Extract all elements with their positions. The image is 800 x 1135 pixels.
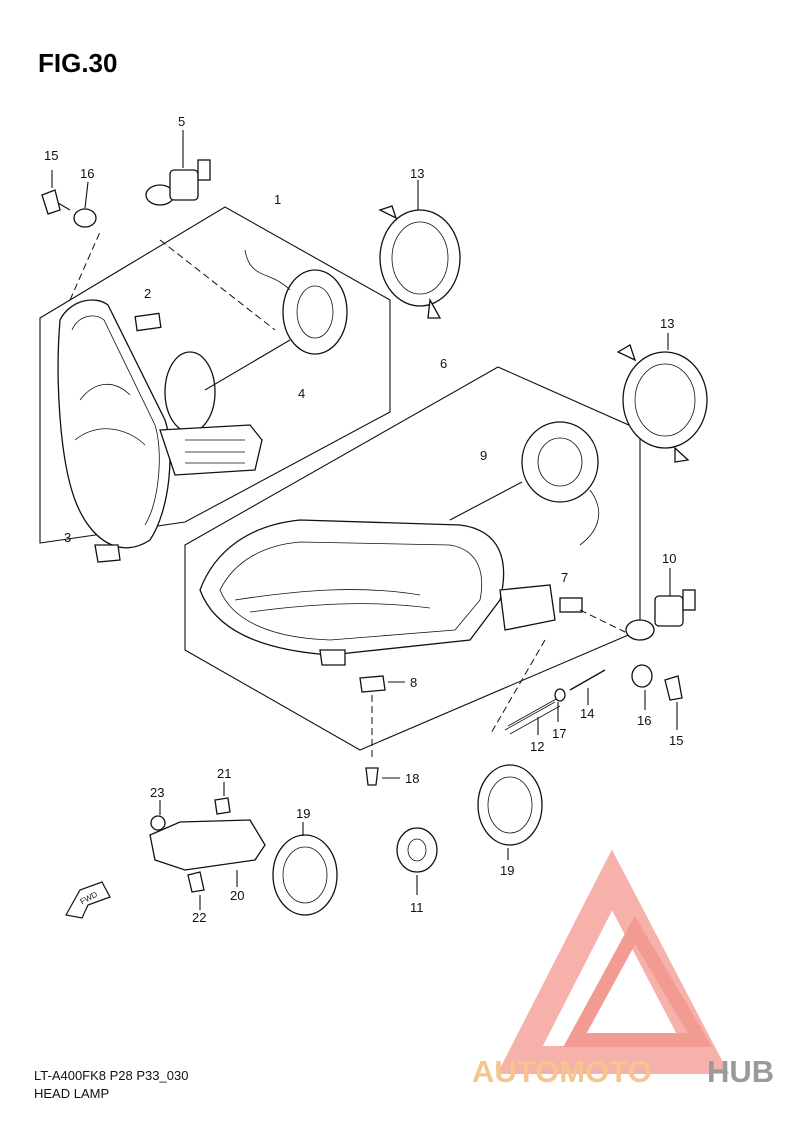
callout-13-lower: 13	[660, 316, 674, 331]
bolt-and-grommet-upper	[41, 170, 97, 228]
callout-15-upper: 15	[44, 148, 58, 163]
watermark-text: AUTOMOTO HUB	[472, 1054, 774, 1089]
callout-7: 7	[561, 570, 568, 585]
callout-16-upper: 16	[80, 166, 94, 181]
callout-10: 10	[662, 551, 676, 566]
callout-14: 14	[580, 706, 594, 721]
callout-5: 5	[178, 114, 185, 129]
callout-16-lower: 16	[637, 713, 651, 728]
retaining-ring-13-lower	[616, 333, 708, 463]
reflector-19-left	[272, 822, 338, 916]
callout-12: 12	[530, 739, 544, 754]
fwd-arrow: FWD	[65, 881, 111, 919]
footer-name: HEAD LAMP	[34, 1086, 110, 1101]
watermark-part2: HUB	[707, 1054, 774, 1089]
callout-21: 21	[217, 766, 231, 781]
figure-title: FIG.30	[38, 48, 118, 78]
callout-18: 18	[405, 771, 419, 786]
callout-1: 1	[274, 192, 281, 207]
callouts: 1 2 3 4 5 6 7 8 9 10 11 12 13 13 14 15 1…	[44, 114, 683, 925]
adjuster-spring-washer-screw	[489, 639, 606, 736]
callout-11: 11	[410, 900, 424, 915]
callout-19-right: 19	[500, 863, 514, 878]
watermark-part1: AUTOMOTO	[472, 1054, 652, 1089]
callout-2: 2	[144, 286, 151, 301]
callout-19-left: 19	[296, 806, 310, 821]
reflector-19-right	[477, 764, 543, 860]
bulb-10	[579, 568, 696, 641]
footer-code: LT-A400FK8 P28 P33_030	[34, 1068, 189, 1083]
headlamp-assembly-right	[184, 366, 641, 751]
callout-20: 20	[230, 888, 244, 903]
callout-6: 6	[440, 356, 447, 371]
callout-3: 3	[64, 530, 71, 545]
callout-13-upper: 13	[410, 166, 424, 181]
callout-22: 22	[192, 910, 206, 925]
grommet-11	[396, 827, 438, 895]
bulb-5	[145, 130, 211, 206]
callout-8: 8	[410, 675, 417, 690]
callout-23: 23	[150, 785, 164, 800]
bolt-and-grommet-lower	[631, 664, 683, 730]
watermark-logo	[497, 849, 730, 1074]
callout-4: 4	[298, 386, 305, 401]
reflector-bracket-hardware	[149, 782, 266, 910]
clip-8-screw-18	[359, 675, 405, 786]
callout-9: 9	[480, 448, 487, 463]
retaining-ring-13-upper	[378, 180, 461, 319]
callout-17: 17	[552, 726, 566, 741]
callout-15-lower: 15	[669, 733, 683, 748]
headlamp-assembly-left	[39, 206, 391, 563]
